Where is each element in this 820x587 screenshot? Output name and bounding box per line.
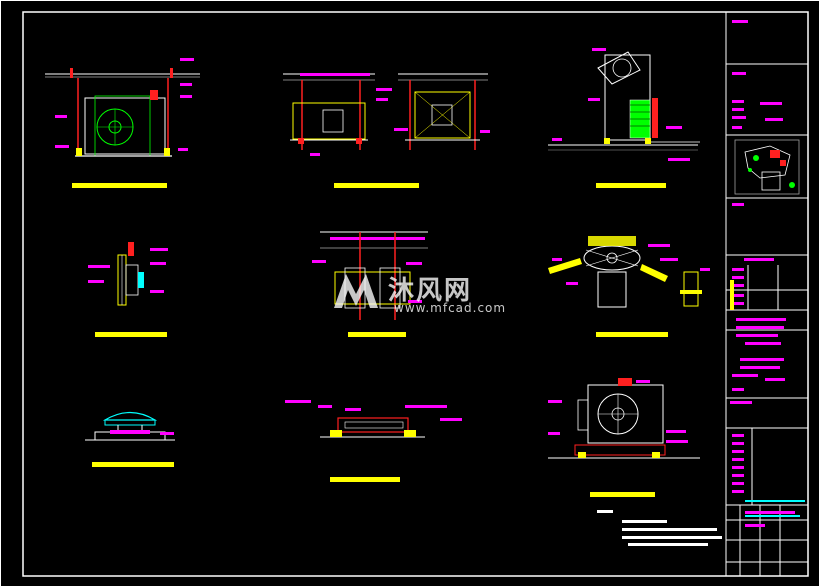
drawing-ceiling-cabinet-fan <box>283 73 490 188</box>
title-block-cyan-marks <box>745 500 805 517</box>
mf-logo-icon <box>334 274 378 308</box>
general-notes <box>597 510 722 546</box>
title-block <box>725 12 808 576</box>
drawing-isolation-base <box>285 400 462 482</box>
key-plan <box>734 139 800 195</box>
watermark: 沐风网 www.mfcad.com <box>330 268 505 318</box>
drawing-wall-axial-fan <box>88 242 168 337</box>
drawing-floor-centrifugal-fan <box>548 378 700 497</box>
drawing-vertical-axial-fan <box>548 236 710 337</box>
drawing-roof-mushroom-fan <box>85 411 175 467</box>
title-block-entries <box>730 20 795 527</box>
drawing-inline-duct-fan <box>312 231 428 337</box>
drawing-ceiling-centrifugal-fan <box>45 58 200 188</box>
watermark-title: 沐风网 <box>388 276 473 306</box>
title-block-yellow-marks <box>730 280 734 310</box>
drawing-frame <box>22 11 809 577</box>
drawing-floor-cabinet-unit <box>548 48 700 188</box>
watermark-url: www.mfcad.com <box>394 301 507 315</box>
